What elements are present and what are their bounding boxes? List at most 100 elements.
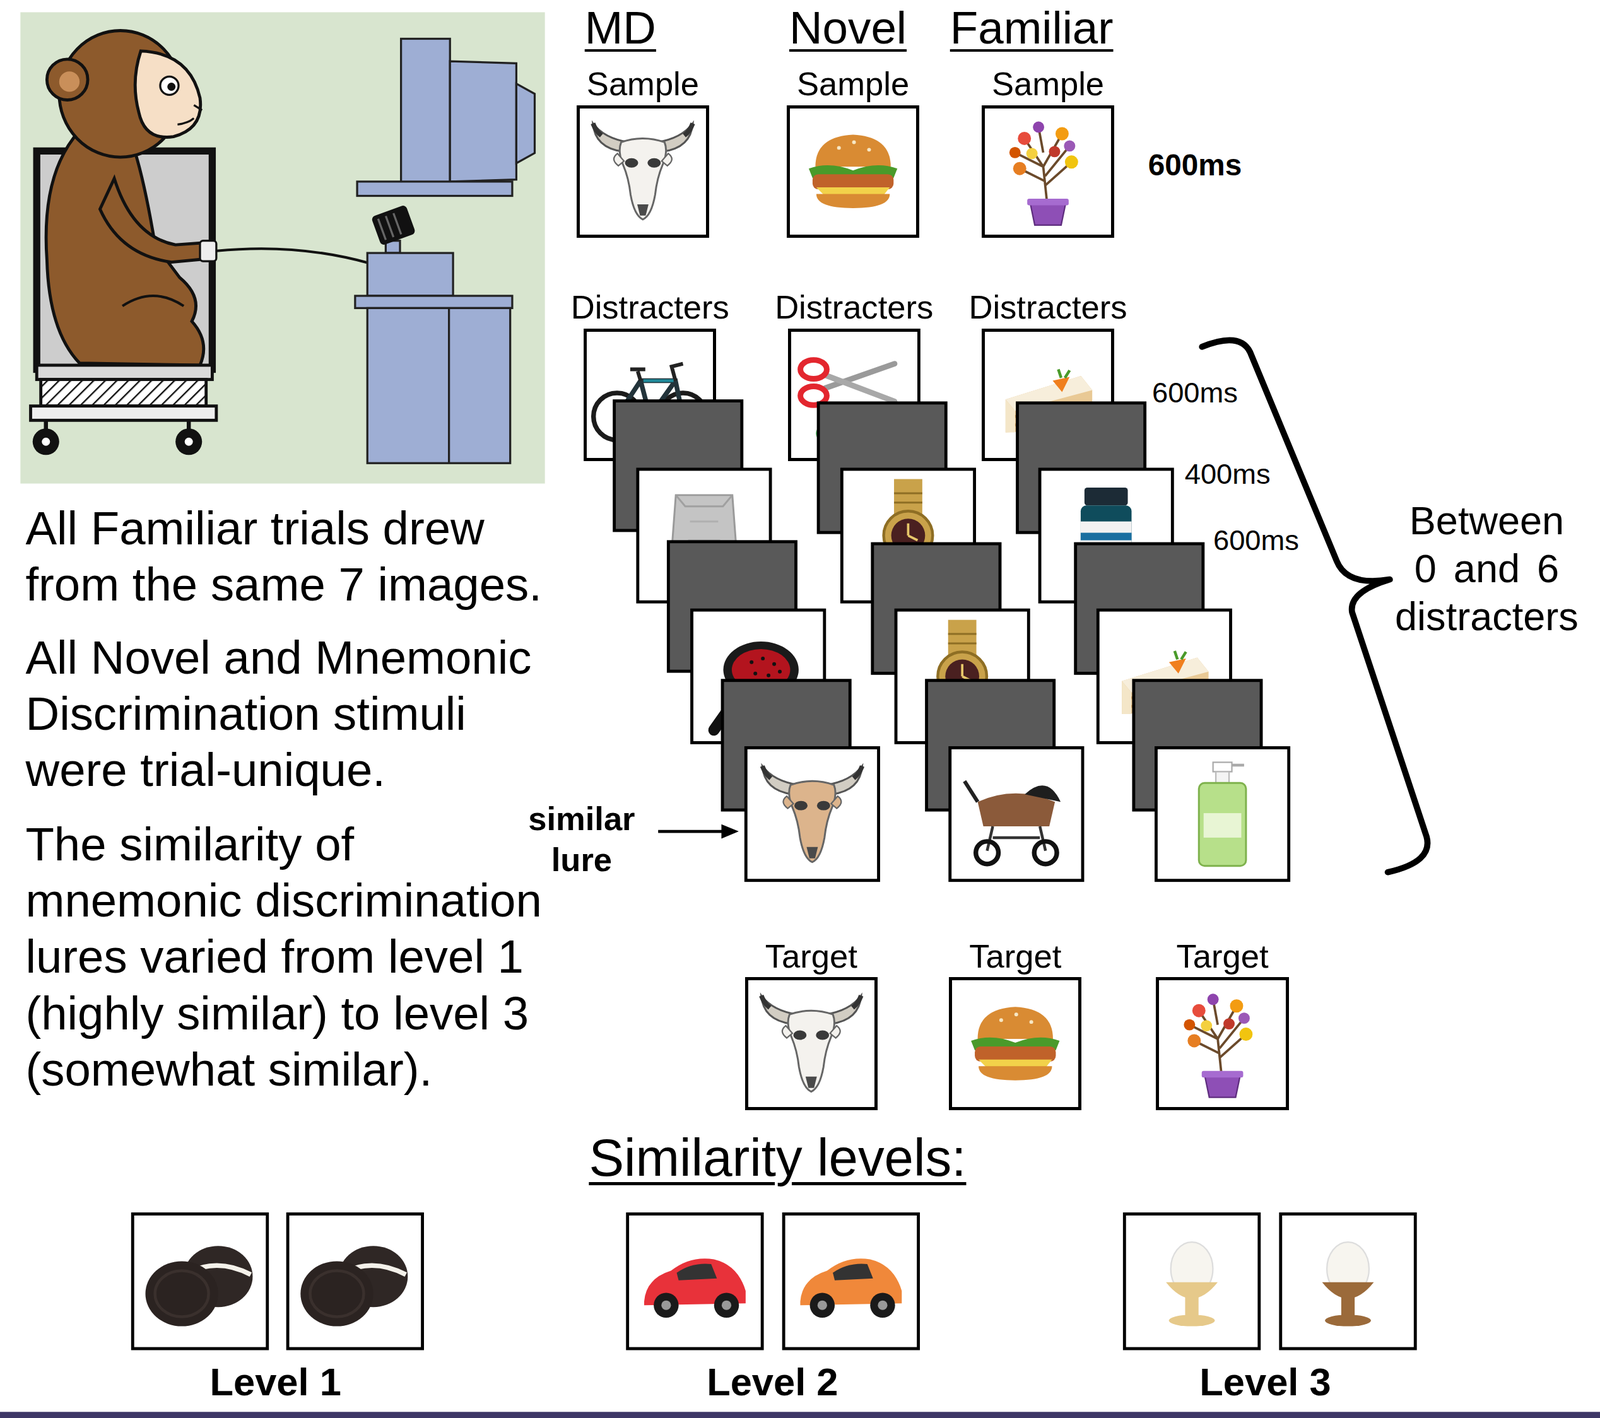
monitor-shelf <box>357 181 513 197</box>
target-images-part <box>1183 993 1253 1098</box>
box-heading: Target <box>969 937 1062 976</box>
sample-images-part <box>576 105 710 238</box>
target-box: Target <box>745 977 878 1110</box>
monkey-nose <box>193 105 202 111</box>
timing-label: 400ms <box>1184 458 1271 491</box>
similarity-examples-part <box>1322 1242 1375 1327</box>
image-frame <box>583 328 717 462</box>
target-images-part <box>1155 977 1289 1110</box>
desk-top <box>355 295 513 308</box>
image-frame <box>1155 977 1289 1110</box>
box-heading: Distracters <box>570 288 730 327</box>
column-header: MD <box>584 1 657 55</box>
level-label: Level 3 <box>1199 1360 1331 1406</box>
distracter-box: Distracters <box>981 328 1115 462</box>
desk-cabinet <box>367 307 510 464</box>
monkey-ear <box>46 59 88 101</box>
image-frame <box>981 328 1115 462</box>
monkey-leg <box>122 295 184 306</box>
sample-images-part <box>593 123 693 220</box>
distracter-box: Distracters <box>788 328 921 462</box>
handle-cable <box>216 248 370 264</box>
similarity-examples-part <box>132 1214 267 1349</box>
monitor-back <box>516 83 535 164</box>
md-distracter-stack-part <box>762 765 862 862</box>
sample-box: Sample <box>576 105 710 238</box>
chair-hatched-base <box>41 379 207 407</box>
sample-box: Sample <box>786 105 920 238</box>
monkey-pupil <box>167 82 176 91</box>
similarity-examples-part <box>287 1214 423 1349</box>
similarity-examples-part <box>1280 1214 1416 1349</box>
wheel <box>175 428 202 455</box>
description-text: All Familiar trials drew from the same 7… <box>25 500 561 614</box>
bracket-label: Between 0 and 6 distracters <box>1392 496 1582 641</box>
camera-part <box>370 204 416 247</box>
novel-distracter-stack-part <box>964 781 1061 864</box>
chair-seat <box>36 365 212 380</box>
similarity-examples-part <box>627 1214 763 1349</box>
box-heading: Target <box>765 937 858 976</box>
column-header: Novel <box>789 1 907 55</box>
description-text: All Novel and Mnemonic Discrimination st… <box>25 629 561 799</box>
monkey-body <box>46 130 204 366</box>
chair-bar <box>30 406 217 421</box>
column-header: Familiar <box>950 1 1114 55</box>
timing-label: 600ms <box>1152 376 1238 410</box>
distracter-bracket <box>1201 340 1428 872</box>
lure-label: similar lure <box>521 798 642 881</box>
similarity-examples-part <box>800 1258 902 1318</box>
box-heading: Sample <box>586 64 700 103</box>
familiar-distracter-stack <box>981 328 1289 881</box>
illustration-ground <box>20 11 545 484</box>
similarity-examples-part <box>1124 1214 1259 1349</box>
familiar-distracter-stack-part <box>1155 747 1289 881</box>
sample-images-part <box>808 134 898 208</box>
image-frame <box>576 105 710 238</box>
target-box: Target <box>948 977 1082 1110</box>
device-box <box>367 252 453 296</box>
sample-box: Sample <box>981 105 1115 238</box>
stand-pole <box>401 38 451 184</box>
box-heading: Distracters <box>968 288 1127 327</box>
monitor <box>449 61 517 182</box>
similarity-examples-part <box>1165 1242 1218 1327</box>
wheel-hub <box>41 437 50 447</box>
target-images-part <box>948 977 1082 1110</box>
cabinet-line <box>447 307 450 464</box>
wheel-hub <box>184 437 194 447</box>
level-label: Level 1 <box>210 1360 342 1406</box>
sample-images-part <box>786 105 920 238</box>
monkey-eye <box>160 76 179 95</box>
sample-images-part <box>1009 121 1079 226</box>
image-frame <box>745 977 878 1110</box>
level-label: Level 2 <box>706 1360 838 1406</box>
sample-images <box>576 105 1115 238</box>
lure-arrow-part <box>658 830 725 834</box>
wheel-post <box>46 420 189 431</box>
box-heading: Distracters <box>774 288 934 327</box>
target-box: Target <box>1155 977 1289 1110</box>
target-images-part <box>970 1006 1060 1081</box>
monkey-ear-inner <box>59 71 80 92</box>
image-frame <box>786 105 920 238</box>
target-images <box>745 977 1289 1110</box>
monkey-face <box>135 51 201 138</box>
description-text: The similarity of mnemonic discriminatio… <box>25 816 561 1098</box>
distracter-box: Distracters <box>583 328 717 462</box>
lure-arrow <box>658 824 739 840</box>
timing-label: 600ms <box>1213 524 1300 558</box>
timing-label: 600ms <box>1148 148 1243 183</box>
box-heading: Sample <box>796 64 910 103</box>
lure-arrow-part <box>721 824 739 840</box>
box-heading: Sample <box>991 64 1105 103</box>
response-handle <box>200 241 217 262</box>
image-frame <box>981 105 1115 238</box>
section-heading: Similarity levels: <box>588 1128 966 1189</box>
similarity-examples-part <box>145 1246 253 1327</box>
box-heading: Target <box>1176 937 1269 976</box>
monkey-arm <box>100 178 205 263</box>
task-illustration <box>20 11 545 484</box>
sample-images-part <box>981 105 1115 238</box>
